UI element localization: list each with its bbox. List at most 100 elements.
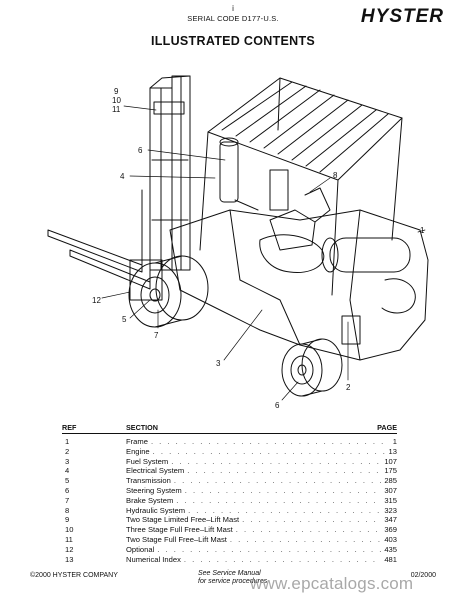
contents-row-page: 481 bbox=[384, 554, 397, 564]
forklift-illustration: 9 10 11 6 4 8 1 12 5 7 3 2 6 bbox=[30, 60, 440, 410]
dot-leader bbox=[185, 486, 382, 496]
contents-row: 4 Electrical System 175 bbox=[62, 466, 397, 476]
contents-row-section: Fuel System bbox=[126, 456, 169, 466]
callout-6-bottom: 6 bbox=[275, 401, 280, 410]
contents-row: 5 Transmission 285 bbox=[62, 476, 397, 486]
contents-rows: 1Frame12Engine133Fuel System1074Electric… bbox=[62, 437, 397, 564]
contents-row-ref: 10 bbox=[65, 525, 74, 535]
forklift-drawing: 9 10 11 6 4 8 1 12 5 7 3 2 6 bbox=[47, 75, 429, 410]
callout-10: 10 bbox=[112, 96, 121, 105]
contents-row-page: 403 bbox=[384, 534, 397, 544]
contents-row-ref: 12 bbox=[65, 544, 74, 554]
contents-row-page: 369 bbox=[384, 525, 397, 535]
callout-8: 8 bbox=[333, 171, 338, 180]
service-note-line-2: for service procedures bbox=[198, 578, 268, 585]
callout-2: 2 bbox=[346, 383, 351, 392]
contents-row-page: 175 bbox=[384, 466, 397, 476]
callout-7: 7 bbox=[154, 331, 159, 340]
contents-row-section: Electrical System bbox=[126, 466, 185, 476]
contents-row-section: Hydraulic System bbox=[126, 505, 186, 515]
ref-column-header: REF bbox=[62, 423, 77, 432]
contents-row-section: Optional bbox=[126, 544, 155, 554]
contents-row: 11 Two Stage Full Free–Lift Mast 403 bbox=[62, 535, 397, 545]
watermark: www.epcatalogs.com bbox=[250, 574, 414, 593]
front-wheel bbox=[128, 255, 209, 328]
hyster-logo: HYSTER bbox=[360, 6, 444, 27]
contents-table-header: REF SECTION PAGE bbox=[62, 423, 397, 434]
contents-row-section: Two Stage Limited Free–Lift Mast bbox=[126, 515, 240, 525]
page-title: ILLUSTRATED CONTENTS bbox=[150, 34, 316, 48]
service-note: See Service Manual for service procedure… bbox=[198, 570, 267, 586]
steering-column bbox=[219, 137, 259, 211]
contents-row-page: 323 bbox=[384, 505, 397, 515]
contents-row: 10 Three Stage Full Free–Lift Mast 369 bbox=[62, 525, 397, 535]
dot-leader bbox=[151, 437, 390, 447]
contents-row-section: Frame bbox=[126, 437, 148, 446]
contents-row-section: Transmission bbox=[126, 476, 171, 486]
dot-leader bbox=[153, 447, 386, 457]
contents-row: 13 Numerical Index 481 bbox=[62, 555, 397, 565]
contents-row-section: Engine bbox=[126, 446, 150, 456]
dot-leader bbox=[157, 545, 381, 555]
contents-row-page: 347 bbox=[384, 515, 397, 525]
contents-row-section: Numerical Index bbox=[126, 554, 181, 564]
dot-leader bbox=[174, 476, 381, 486]
contents-row: 12Optional435 bbox=[62, 545, 397, 555]
dot-leader bbox=[188, 506, 381, 516]
contents-row-ref: 3 bbox=[65, 456, 70, 466]
service-note-line-1: See Service Manual bbox=[198, 570, 261, 577]
callout-5: 5 bbox=[122, 315, 127, 324]
contents-row-section: Three Stage Full Free–Lift Mast bbox=[126, 525, 233, 535]
dot-leader bbox=[176, 496, 381, 506]
contents-row-ref: 1 bbox=[65, 437, 70, 446]
contents-row-ref: 13 bbox=[65, 554, 74, 564]
contents-row-page: 285 bbox=[384, 476, 397, 486]
callout-12: 12 bbox=[92, 296, 101, 305]
contents-row: 3 Fuel System 107 bbox=[62, 457, 397, 467]
contents-row-section: Steering System bbox=[126, 485, 182, 495]
mast bbox=[149, 75, 191, 271]
forks bbox=[47, 189, 163, 301]
contents-row-page: 1 bbox=[392, 437, 397, 446]
dot-leader bbox=[187, 466, 381, 476]
contents-row-ref: 6 bbox=[65, 485, 70, 495]
dot-leader bbox=[230, 535, 381, 545]
callouts: 9 10 11 6 4 8 1 12 5 7 3 2 6 bbox=[92, 87, 425, 410]
footer-date: 02/2000 bbox=[410, 572, 436, 579]
callout-11: 11 bbox=[112, 105, 121, 114]
callout-4: 4 bbox=[120, 172, 125, 181]
contents-row-page: 107 bbox=[384, 456, 397, 466]
contents-row: 7 Brake System 315 bbox=[62, 496, 397, 506]
callout-3: 3 bbox=[216, 359, 221, 368]
page-column-header: PAGE bbox=[377, 423, 397, 432]
contents-row-section: Two Stage Full Free–Lift Mast bbox=[126, 534, 227, 544]
contents-row-ref: 8 bbox=[65, 505, 70, 515]
contents-row-section: Brake System bbox=[126, 495, 174, 505]
callout-9: 9 bbox=[114, 87, 119, 96]
contents-row-ref: 5 bbox=[65, 476, 70, 486]
truck-body bbox=[169, 209, 429, 361]
overhead-guard bbox=[199, 77, 403, 296]
section-column-header: SECTION bbox=[126, 423, 158, 432]
seat bbox=[269, 187, 331, 251]
callout-1: 1 bbox=[420, 226, 425, 235]
contents-row-page: 13 bbox=[388, 446, 397, 456]
contents-row-ref: 7 bbox=[65, 495, 70, 505]
lpg-tank bbox=[321, 237, 411, 273]
callout-6-top: 6 bbox=[138, 146, 143, 155]
contents-row-ref: 2 bbox=[65, 446, 70, 456]
dot-leader bbox=[171, 457, 381, 467]
contents-table: REF SECTION PAGE 1Frame12Engine133Fuel S… bbox=[62, 423, 397, 564]
contents-row-ref: 11 bbox=[65, 534, 73, 544]
contents-row-ref: 4 bbox=[65, 466, 70, 476]
copyright: ©2000 HYSTER COMPANY bbox=[30, 572, 118, 579]
serial-code: SERIAL CODE D177-U.S. bbox=[187, 14, 279, 23]
dot-leader bbox=[242, 515, 381, 525]
contents-row-page: 315 bbox=[384, 495, 397, 505]
dot-leader bbox=[236, 525, 382, 535]
dot-leader bbox=[184, 555, 381, 565]
rear-wheel bbox=[281, 338, 343, 397]
contents-row: 8 Hydraulic System 323 bbox=[62, 506, 397, 516]
